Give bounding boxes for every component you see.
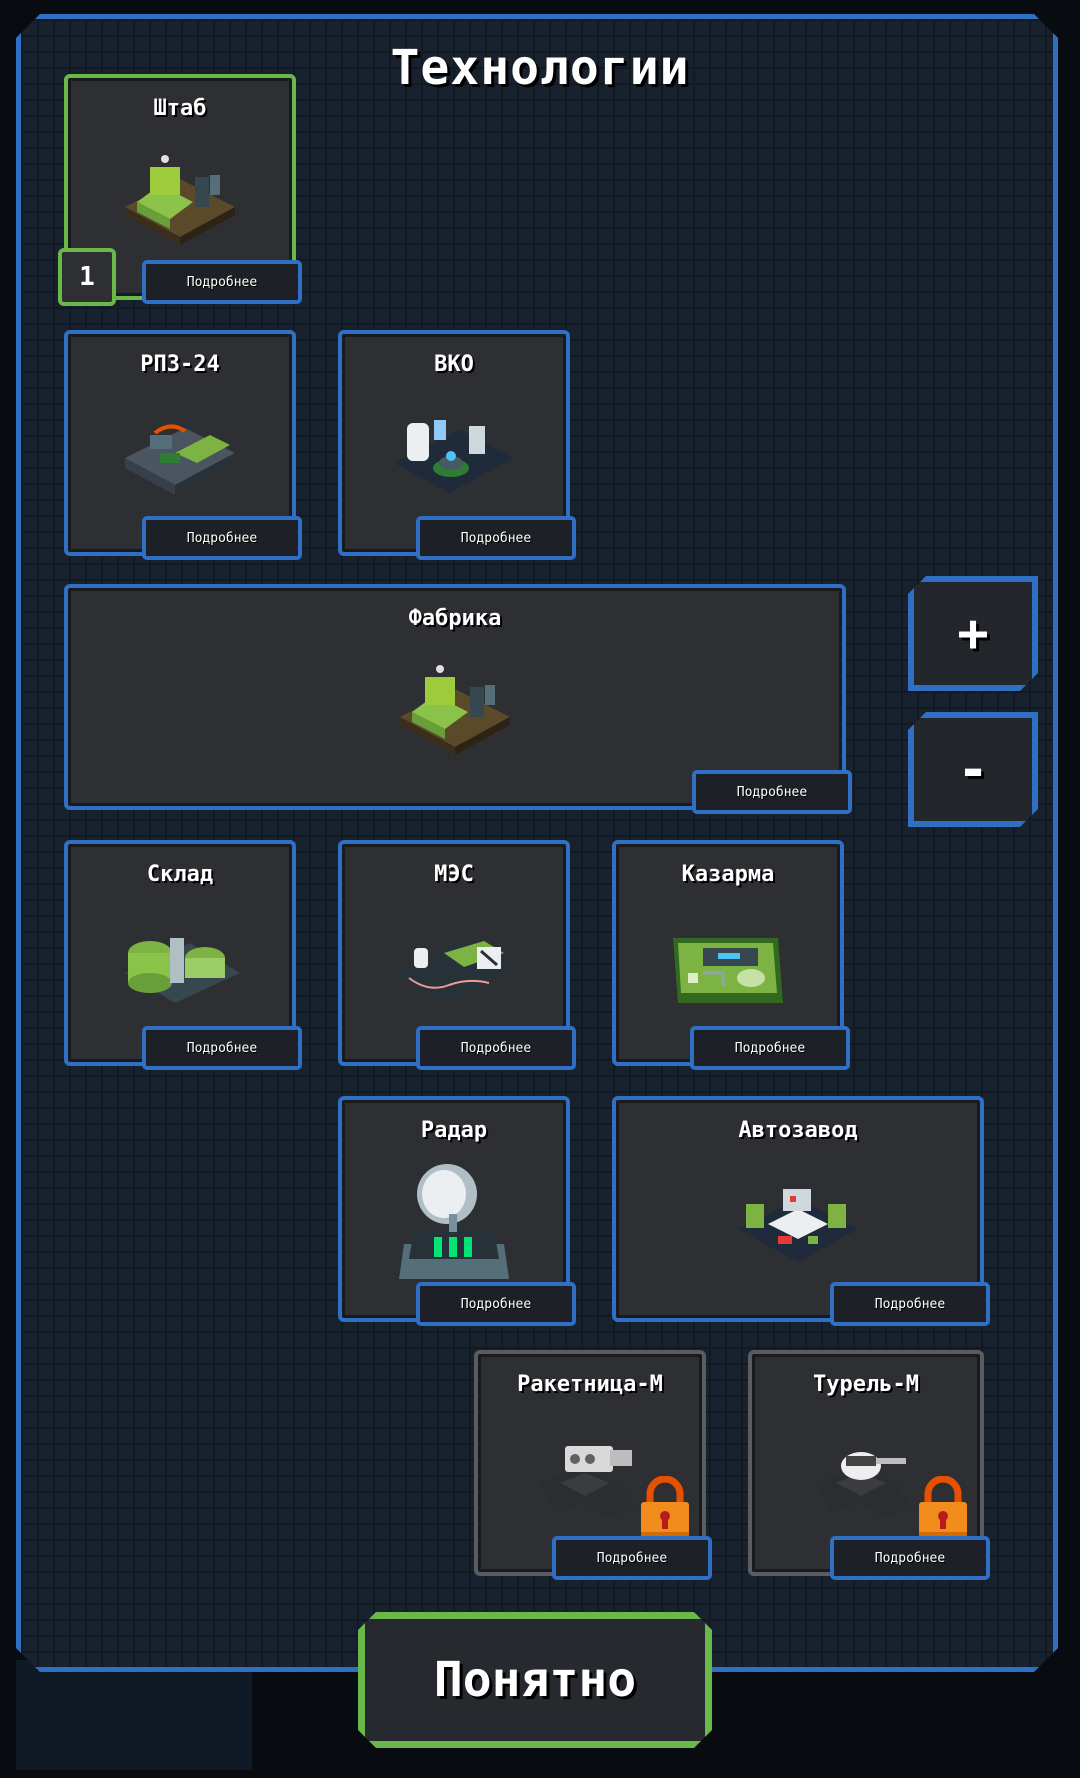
tech-card-radar[interactable]: Радар Подробнее [338, 1096, 576, 1326]
tech-card-vko[interactable]: ВКО Подробнее [338, 330, 576, 560]
more-button[interactable]: Подробнее [416, 1026, 576, 1070]
card-title: Радар [420, 1118, 488, 1143]
card-title: Штаб [153, 96, 207, 121]
card-title: Автозавод [738, 1118, 858, 1143]
tech-card-factory[interactable]: Фабрика Подробнее [64, 584, 852, 814]
rocket-launcher-turret-icon [525, 1428, 655, 1532]
more-button[interactable]: Подробнее [142, 1026, 302, 1070]
card-title: Казарма [681, 862, 775, 887]
card-title: Склад [146, 862, 214, 887]
more-button[interactable]: Подробнее [142, 516, 302, 560]
card-title: МЭС [434, 862, 474, 887]
panel-shadow [16, 1660, 252, 1770]
more-button[interactable]: Подробнее [692, 770, 852, 814]
lock-icon [916, 1475, 970, 1544]
tech-card-power-station[interactable]: МЭС Подробнее [338, 840, 576, 1070]
car-factory-building-icon [728, 1174, 868, 1278]
more-button[interactable]: Подробнее [142, 260, 302, 304]
zoom-in-button[interactable]: + [908, 576, 1038, 691]
radar-building-icon [389, 1159, 519, 1293]
more-button[interactable]: Подробнее [830, 1282, 990, 1326]
gun-turret-icon [801, 1428, 931, 1532]
ok-button[interactable]: Понятно [358, 1612, 712, 1748]
card-title: РПЗ-24 [140, 352, 220, 377]
card-title: Турель-М [813, 1372, 919, 1397]
more-button[interactable]: Подробнее [552, 1536, 712, 1580]
hq-building-icon [115, 147, 245, 261]
page-title: Технологии [390, 40, 690, 96]
level-badge: 1 [58, 248, 116, 306]
barracks-building-icon [663, 918, 793, 1022]
power-station-building-icon [389, 923, 519, 1017]
card-title: ВКО [434, 352, 474, 377]
more-button[interactable]: Подробнее [690, 1026, 850, 1070]
more-button[interactable]: Подробнее [830, 1536, 990, 1580]
tech-card-rpz24[interactable]: РПЗ-24 Подробнее [64, 330, 302, 560]
tech-card-gun-turret[interactable]: Турель-М Подробнее [748, 1350, 990, 1580]
rpz24-building-icon [115, 413, 245, 507]
tech-card-car-factory[interactable]: Автозавод Подробнее [612, 1096, 990, 1326]
warehouse-building-icon [115, 918, 245, 1022]
tech-card-rocket-launcher[interactable]: Ракетница-М Подробнее [474, 1350, 712, 1580]
card-title: Фабрика [408, 606, 502, 631]
tech-card-hq[interactable]: Штаб Подробнее 1 [58, 74, 302, 306]
tech-card-barracks[interactable]: Казарма Подробнее [612, 840, 850, 1070]
more-button[interactable]: Подробнее [416, 516, 576, 560]
lock-icon [638, 1475, 692, 1544]
factory-building-icon [390, 657, 520, 771]
card-title: Ракетница-М [517, 1372, 663, 1397]
more-button[interactable]: Подробнее [416, 1282, 576, 1326]
zoom-out-button[interactable]: - [908, 712, 1038, 827]
tech-card-warehouse[interactable]: Склад Подробнее [64, 840, 302, 1070]
vko-building-icon [389, 408, 519, 512]
